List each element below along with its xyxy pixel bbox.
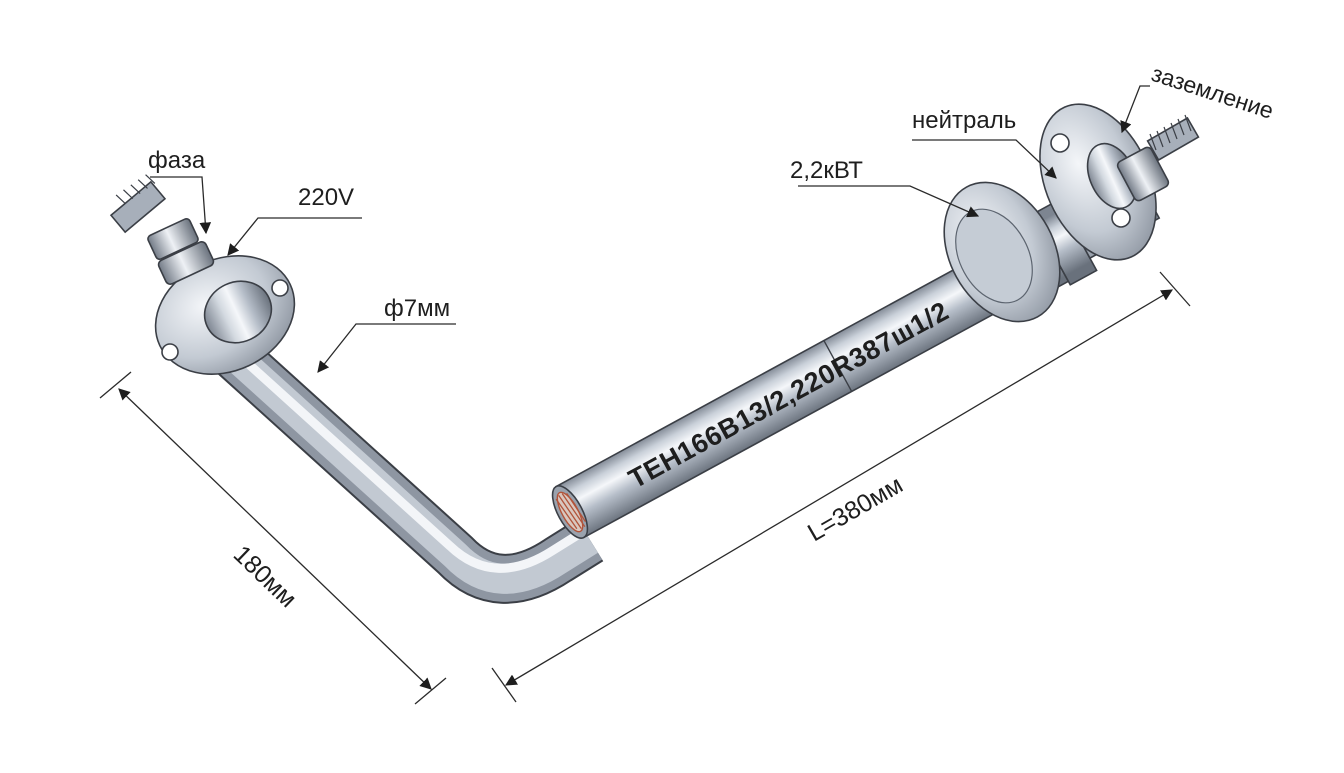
leader-lines: [150, 85, 1150, 373]
left-flange: [154, 255, 296, 375]
neutral-label: нейтраль: [912, 107, 1016, 134]
marking-text: ТЕН166В13/2,220R387ш1/2: [624, 296, 954, 495]
left-thread-stud: [109, 174, 167, 234]
power-label: 2,2кВТ: [790, 157, 863, 184]
flange-hole: [271, 279, 289, 297]
right-terminal: [1116, 114, 1200, 202]
voltage-leader: [227, 217, 362, 256]
ground-label: заземление: [1148, 60, 1276, 124]
voltage-label: 220V: [298, 184, 354, 211]
flange-hole: [1050, 133, 1070, 153]
phase-label: фаза: [148, 147, 206, 174]
dimension-180: [99, 371, 447, 705]
flange-hole: [1111, 208, 1131, 228]
short-leg-dimension: 180мм: [228, 540, 302, 613]
bent-tube: [209, 329, 604, 604]
right-flange: [1039, 103, 1157, 261]
left-terminal: [109, 174, 215, 285]
long-leg-dimension: L=380мм: [803, 471, 908, 548]
dimension-380: [491, 271, 1191, 703]
diameter-label: ф7мм: [384, 295, 450, 322]
neutral-leader: [912, 139, 1057, 179]
diameter-leader: [317, 323, 456, 373]
ground-leader: [1120, 85, 1150, 134]
body-flange: [943, 181, 1061, 323]
flange-hole: [161, 343, 179, 361]
phase-leader: [150, 176, 212, 235]
right-thread-stud: [1146, 114, 1200, 162]
power-leader: [798, 185, 980, 218]
